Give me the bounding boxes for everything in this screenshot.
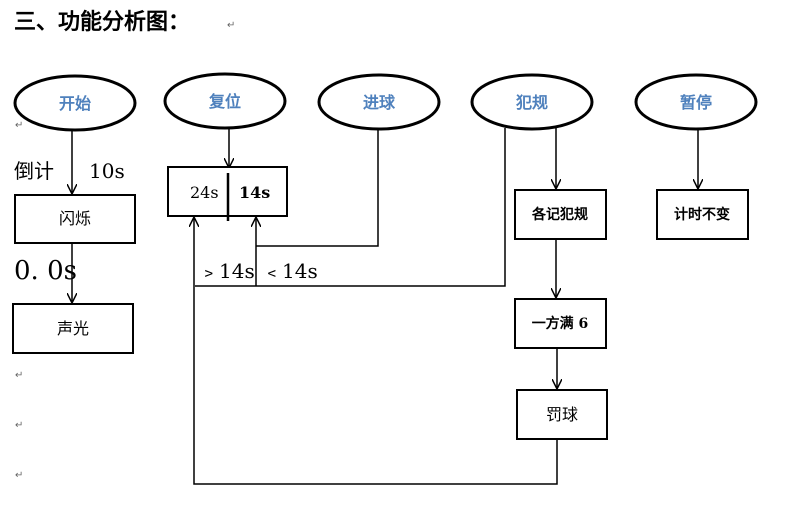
free-throw-label: 罚球 [546, 405, 578, 424]
record-foul-box: 各记犯规 [514, 189, 607, 240]
pause-node: 暂停 [634, 73, 758, 131]
paragraph-mark: ↵ [227, 20, 235, 31]
start-label: 开始 [59, 94, 91, 113]
goal-label: 进球 [363, 93, 396, 112]
flash-label: 闪烁 [59, 209, 91, 228]
shot-14-label: 14s [239, 183, 270, 202]
goal-node: 进球 [317, 73, 441, 131]
one-side-six-label: 一方满 6 [532, 315, 589, 332]
free-throw-box: 罚球 [516, 389, 608, 440]
record-foul-label: 各记犯规 [531, 206, 588, 223]
countdown-label: 倒计 [14, 159, 54, 183]
reset-node: 复位 [163, 72, 287, 130]
paragraph-mark: ↵ [15, 120, 23, 131]
pause-label: 暂停 [680, 93, 712, 112]
lt14-label: ﹤14s [262, 259, 318, 283]
connector-foul [195, 128, 506, 287]
foul-node: 犯规 [470, 73, 594, 131]
connector-freethrow-return [194, 218, 558, 485]
paragraph-mark: ↵ [15, 420, 23, 431]
flash-box: 闪烁 [14, 194, 136, 244]
timer-hold-box: 计时不变 [656, 189, 749, 240]
sound-light-label: 声光 [57, 319, 89, 338]
shot-clock-box: 24s 14s [167, 166, 288, 221]
paragraph-mark: ↵ [15, 370, 23, 381]
ten-seconds-label: 10s [89, 159, 125, 183]
shot-24-label: 24s [190, 183, 219, 202]
sound-light-box: 声光 [12, 303, 134, 354]
one-side-six-box: 一方满 6 [514, 298, 607, 349]
connector-goal [256, 129, 379, 247]
foul-label: 犯规 [515, 93, 548, 112]
page-title: 三、功能分析图： [14, 9, 190, 35]
start-node: 开始 [13, 74, 137, 132]
zero-seconds-label: 0. 0s [14, 256, 77, 286]
gt14-label: ﹥14s [199, 259, 255, 283]
paragraph-mark: ↵ [15, 470, 23, 481]
reset-label: 复位 [208, 92, 241, 111]
timer-hold-label: 计时不变 [674, 206, 730, 223]
